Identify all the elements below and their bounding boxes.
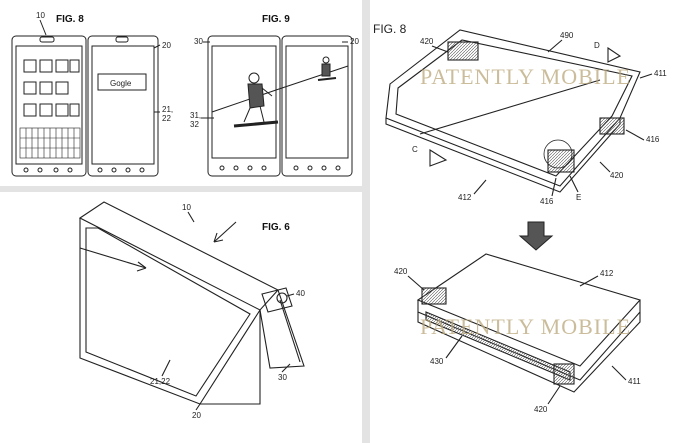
snowboarder-figure [233,72,279,128]
ref-420-b: 420 [610,171,624,180]
ref-C: C [412,145,418,154]
ref-21-22-fig6: 21,22 [150,377,171,386]
fig9-drawing: FIG. 9 30 20 31,32 [190,14,359,177]
ref-31-32: 31,32 [190,111,201,129]
ref-40: 40 [296,289,305,298]
ref-430: 430 [430,357,444,366]
fig8-right-top-drawing: FIG. 8 420 490 D 411 416 C [373,22,667,206]
arrow-right [213,221,237,243]
ref-30: 30 [194,37,203,46]
fig9-title: FIG. 9 [262,14,290,25]
down-arrow-icon [518,221,554,251]
ref-416-a: 416 [646,135,660,144]
watermark-bottom: PATENTLY MOBILE [420,314,631,339]
ref-D: D [594,41,600,50]
ref-420-bottom-a: 420 [394,267,408,276]
ref-411-top: 411 [654,69,667,78]
ref-20: 20 [350,37,359,46]
fig8-right-bottom-drawing: 420 412 430 411 420 [394,253,641,414]
ref-30: 30 [278,373,287,382]
ref-10: 10 [182,203,191,212]
fig6-title: FIG. 6 [262,222,290,233]
arrow-left [79,247,147,269]
ref-20-fig6: 20 [192,411,201,420]
app-icon-grid [23,59,80,117]
search-box [97,73,147,91]
nav-buttons-fig9 [219,165,341,171]
keyboard-grid [19,127,81,159]
fig8-left-title: FIG. 8 [56,14,84,25]
ref-411-bottom: 411 [628,377,641,386]
fig8-right-title: FIG. 8 [373,22,407,36]
search-box-label: Gogle [110,79,132,88]
ref-420-bottom-b: 420 [534,405,548,414]
ref-21-22: 21,22 [162,105,173,123]
ref-412-bottom: 412 [600,269,614,278]
ref-E: E [576,193,581,202]
horizontal-divider [0,186,362,192]
ref-20: 20 [162,41,171,50]
ref-412-top: 412 [458,193,472,202]
fig8-left-drawing: FIG. 8 10 [11,11,173,177]
fig6-drawing: FIG. 6 10 40 30 21,22 20 [78,201,305,420]
small-snowboarder-figure [317,56,337,81]
vertical-divider [362,0,370,443]
ref-490: 490 [560,31,574,40]
nav-buttons-left [23,167,145,173]
watermark-top: PATENTLY MOBILE [420,64,631,89]
ref-416-b: 416 [540,197,554,206]
ref-10: 10 [36,11,45,20]
ref-420-top: 420 [420,37,434,46]
